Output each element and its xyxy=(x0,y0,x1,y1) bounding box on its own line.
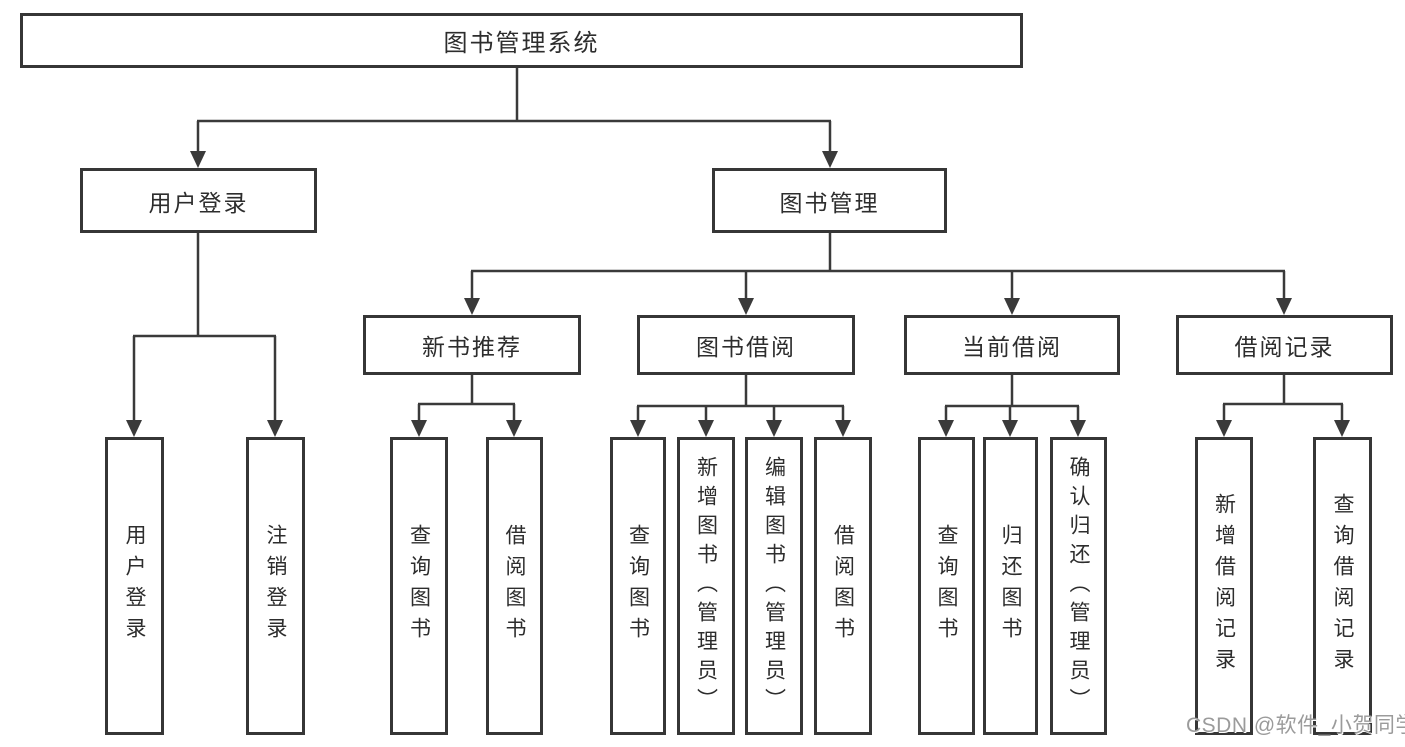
leaf-borrow-books-newbook: 借阅图书 xyxy=(486,437,543,735)
csdn-watermark: CSDN @软件_小贺同学 xyxy=(1186,714,1405,737)
node-book-management-branch: 图书管理 xyxy=(712,168,947,233)
leaf-edit-books-admin: 编辑图书（管理员） xyxy=(745,437,803,735)
node-new-book-recommendation: 新书推荐 xyxy=(363,315,581,375)
leaf-query-books-borrowing: 查询图书 xyxy=(610,437,666,735)
leaf-query-loan-record: 查询借阅记录 xyxy=(1313,437,1372,735)
node-loan-records: 借阅记录 xyxy=(1176,315,1393,375)
node-book-borrowing: 图书借阅 xyxy=(637,315,855,375)
leaf-query-books-currentloan: 查询图书 xyxy=(918,437,975,735)
leaf-return-books: 归还图书 xyxy=(983,437,1038,735)
leaf-user-login: 用户登录 xyxy=(105,437,164,735)
leaf-confirm-return-admin: 确认归还（管理员） xyxy=(1050,437,1107,735)
leaf-add-loan-record: 新增借阅记录 xyxy=(1195,437,1253,735)
node-user-login-branch: 用户登录 xyxy=(80,168,317,233)
leaf-query-books-newbook: 查询图书 xyxy=(390,437,448,735)
leaf-borrow-books-borrowing: 借阅图书 xyxy=(814,437,872,735)
leaf-logout: 注销登录 xyxy=(246,437,305,735)
node-library-management-system: 图书管理系统 xyxy=(20,13,1023,68)
node-current-loans: 当前借阅 xyxy=(904,315,1120,375)
leaf-add-books-admin: 新增图书（管理员） xyxy=(677,437,735,735)
